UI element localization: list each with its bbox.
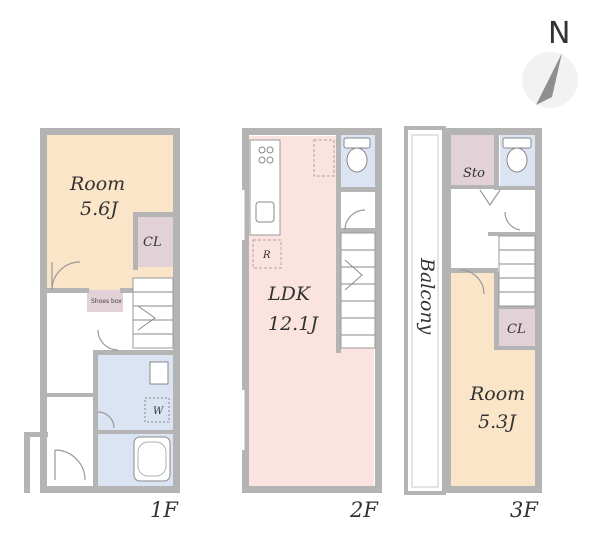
washer-1f-icon	[144, 397, 170, 423]
shoes-box-fill	[87, 290, 123, 312]
fridge-label: R	[262, 250, 271, 261]
room-1f-size: 5.6J	[80, 198, 119, 220]
stairs-2f	[340, 232, 376, 349]
washer-label: W	[153, 406, 164, 417]
fridge-space	[252, 239, 282, 269]
stairs-3f	[498, 235, 536, 307]
toilet-3f-icon	[506, 147, 528, 173]
kitchen-counter	[249, 139, 281, 236]
compass-north-label: N	[548, 16, 570, 51]
ldk-name: LDK	[267, 283, 312, 305]
floor-3f: Balcony Sto	[404, 126, 542, 522]
shelf-2f	[313, 139, 335, 177]
room-1f-name: Room	[69, 173, 125, 195]
balcony-label: Balcony	[416, 257, 438, 335]
compass: N	[522, 16, 578, 108]
closet-3f-fill	[498, 307, 536, 347]
storage-fill	[450, 135, 494, 185]
kitchen-sink-icon	[255, 201, 275, 223]
ldk-size: 12.1J	[268, 313, 319, 335]
room-3f-fill	[450, 272, 536, 488]
floor-2f-label: 2F	[349, 498, 379, 522]
stairs-1f	[132, 277, 174, 349]
closet-3f-label: CL	[507, 322, 526, 337]
room-3f-name: Room	[469, 383, 525, 405]
room-3f-size: 5.3J	[478, 411, 517, 433]
floor-1f-label: 1F	[150, 498, 179, 522]
floor-3f-label: 3F	[510, 498, 539, 522]
compass-needle-icon	[536, 53, 562, 105]
shoes-box-label: Shoes box	[91, 298, 122, 305]
storage-label: Sto	[463, 166, 485, 181]
washbasin-1f-icon	[149, 361, 169, 385]
floor-1f: Room 5.6J CL Shoes box W 1F	[24, 128, 180, 522]
closet-1f-fill	[135, 215, 173, 267]
floor-2f: R LDK 12.1J 2F	[241, 128, 382, 522]
closet-1f-label: CL	[143, 235, 162, 250]
toilet-2f-icon	[346, 147, 368, 173]
